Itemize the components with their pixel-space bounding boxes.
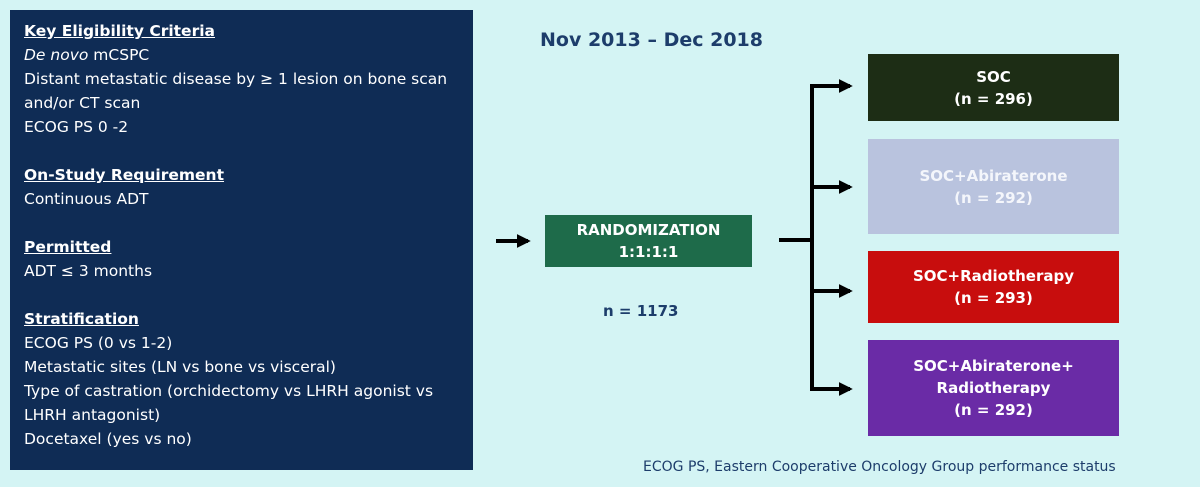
section-title: On-Study Requirement [24, 166, 225, 184]
criterion-line: and/or CT scan [24, 94, 141, 112]
criterion-line: Distant metastatic disease by ≥ 1 lesion… [24, 70, 448, 88]
criterion-line: LHRH antagonist) [24, 406, 161, 424]
arm-n: (n = 292) [954, 188, 1033, 207]
arm-n: (n = 292) [954, 401, 1033, 419]
section-title: Permitted [24, 238, 112, 256]
arm-n: (n = 296) [954, 89, 1033, 108]
criterion-line: ECOG PS (0 vs 1-2) [24, 334, 173, 352]
criterion-italic-text: De novo [24, 46, 89, 64]
arm-name-line: SOC+Abiraterone+ [913, 357, 1074, 375]
criterion-line: Metastatic sites (LN vs bone vs visceral… [24, 358, 336, 376]
criterion-line: De novo mCSPC [24, 43, 473, 67]
randomization-ratio: 1:1:1:1 [618, 243, 679, 261]
criterion-line: Continuous ADT [24, 190, 149, 208]
section-title: Key Eligibility Criteria [24, 22, 215, 40]
arm-soc-abiraterone-radiotherapy: SOC+Abiraterone+ Radiotherapy (n = 292) [868, 340, 1119, 436]
eligibility-criteria-panel: Key Eligibility Criteria De novo mCSPC D… [10, 10, 473, 470]
criterion-line: ECOG PS 0 -2 [24, 118, 129, 136]
arm-name-line: Radiotherapy [936, 379, 1051, 397]
randomization-label: RANDOMIZATION [576, 221, 721, 239]
sample-size: n = 1173 [603, 302, 679, 320]
on-study-requirement-section: On-Study Requirement Continuous ADT [24, 163, 473, 211]
arm-name: SOC+Abiraterone [919, 166, 1068, 185]
footnote: ECOG PS, Eastern Cooperative Oncology Gr… [643, 459, 1116, 475]
criterion-line: Docetaxel (yes vs no) [24, 430, 192, 448]
section-title: Stratification [24, 310, 139, 328]
arm-name: SOC [976, 67, 1011, 86]
criterion-text: mCSPC [88, 46, 150, 64]
permitted-section: Permitted ADT ≤ 3 months [24, 235, 473, 283]
randomization-box: RANDOMIZATION 1:1:1:1 [545, 215, 752, 267]
arm-soc: SOC (n = 296) [868, 54, 1119, 121]
criterion-line: Type of castration (orchidectomy vs LHRH… [24, 382, 434, 400]
arm-n: (n = 293) [954, 289, 1033, 307]
stratification-section: Stratification ECOG PS (0 vs 1-2) Metast… [24, 307, 473, 451]
key-eligibility-section: Key Eligibility Criteria De novo mCSPC D… [24, 19, 473, 139]
study-period: Nov 2013 – Dec 2018 [540, 29, 763, 51]
arm-name: SOC+Radiotherapy [912, 267, 1075, 285]
arm-soc-radiotherapy: SOC+Radiotherapy (n = 293) [868, 251, 1119, 323]
arm-soc-abiraterone: SOC+Abiraterone (n = 292) [868, 139, 1119, 234]
criterion-line: ADT ≤ 3 months [24, 262, 153, 280]
